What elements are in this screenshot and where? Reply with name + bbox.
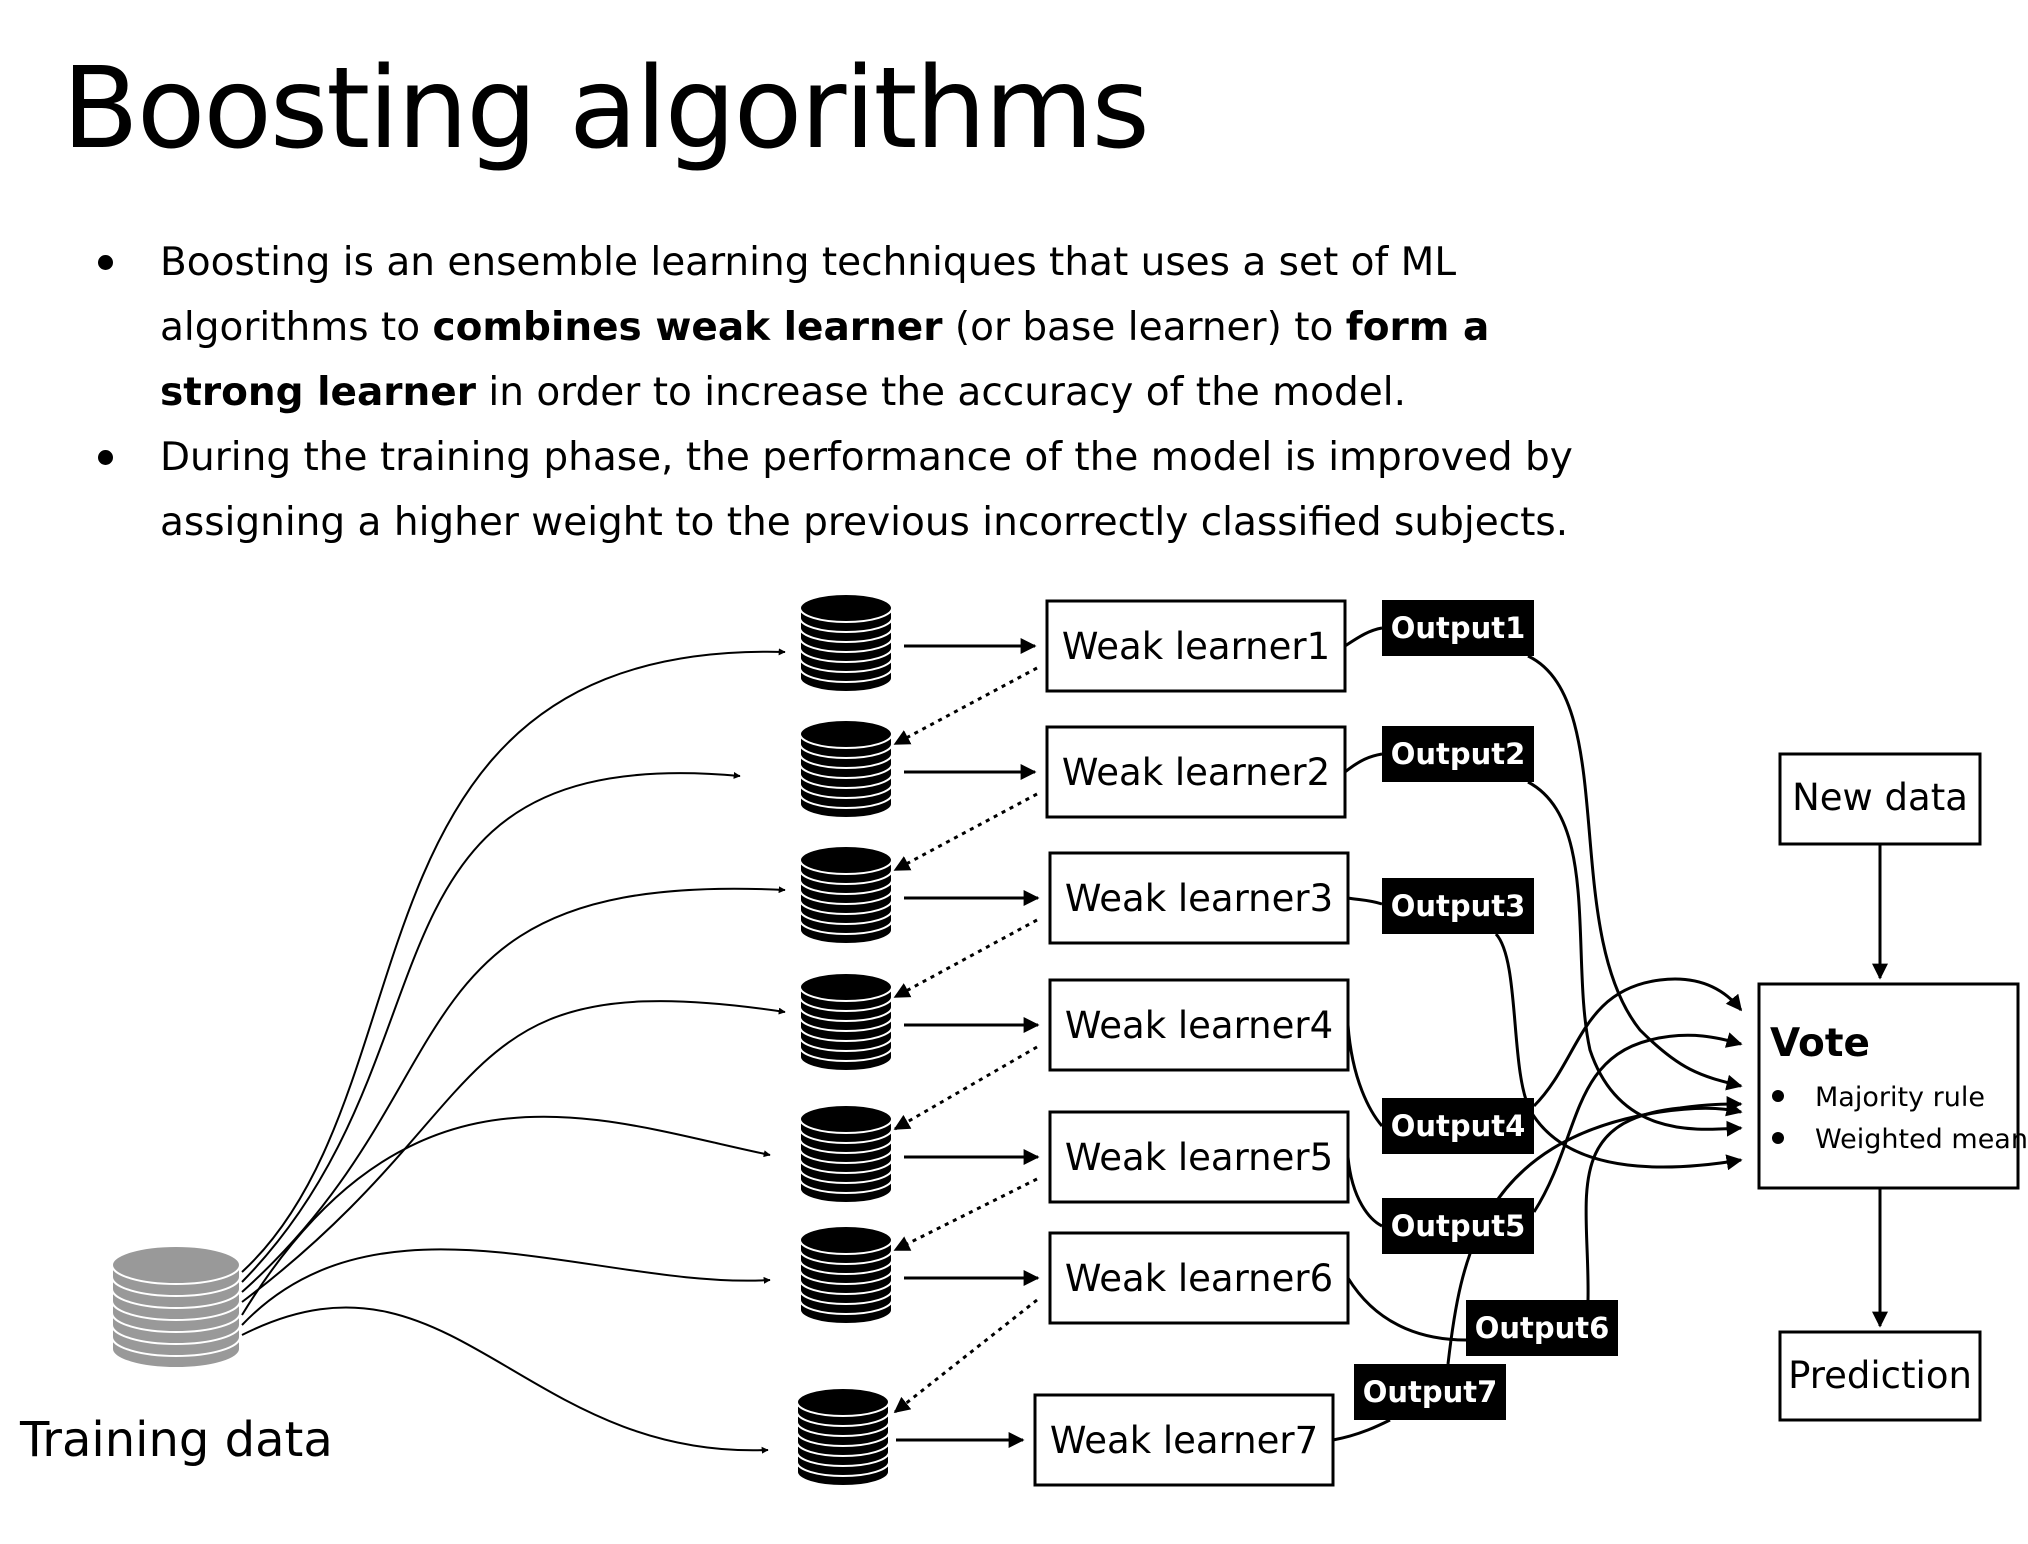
reweight-arrow-1 bbox=[893, 666, 1038, 746]
prediction-label: Prediction bbox=[1788, 1354, 1972, 1397]
bullet-text: in order to increase the accuracy of the… bbox=[475, 370, 1407, 415]
output-to-vote-connector-2 bbox=[1527, 780, 1743, 1137]
prediction-box: Prediction bbox=[1778, 1330, 1982, 1422]
sample-database-icon-5 bbox=[799, 1104, 893, 1204]
bullet-emphasis: form a strong learner bbox=[160, 305, 1490, 415]
weak-learner-label: Weak learner4 bbox=[1065, 1004, 1333, 1047]
vote-title: Vote bbox=[1770, 1021, 1870, 1066]
sample-database-icon-6 bbox=[799, 1225, 893, 1325]
learner-output-connector-2 bbox=[1344, 752, 1383, 774]
bullet-list: Boosting is an ensemble learning techniq… bbox=[96, 230, 1596, 555]
learner-output-connector-6 bbox=[1346, 1277, 1467, 1342]
weak-learner-label: Weak learner1 bbox=[1062, 625, 1330, 668]
weak-learner-label: Weak learner6 bbox=[1065, 1257, 1333, 1300]
reweight-arrow-3 bbox=[893, 918, 1038, 999]
distribution-curve-3 bbox=[241, 886, 786, 1293]
weak-learner-label: Weak learner2 bbox=[1062, 751, 1330, 794]
reweight-arrow-5 bbox=[893, 1177, 1038, 1252]
weak-learner-box-7: Weak learner7 bbox=[1033, 1393, 1335, 1487]
output-label-text: Output7 bbox=[1363, 1375, 1498, 1409]
new-data-label: New data bbox=[1792, 776, 1968, 819]
output-label-text: Output6 bbox=[1475, 1311, 1610, 1345]
output-label-7: Output7 bbox=[1354, 1364, 1506, 1420]
distribution-curve-4 bbox=[241, 1000, 786, 1303]
output-label-3: Output3 bbox=[1382, 878, 1534, 934]
vote-bullet-2 bbox=[1772, 1132, 1784, 1144]
bullet-emphasis: combines weak learner bbox=[432, 305, 943, 350]
output-label-text: Output5 bbox=[1391, 1209, 1526, 1243]
learner-output-connector-1 bbox=[1344, 626, 1383, 648]
output-label-1: Output1 bbox=[1382, 600, 1534, 656]
reweight-arrow-2 bbox=[893, 792, 1038, 872]
weak-learner-box-5: Weak learner5 bbox=[1048, 1110, 1350, 1204]
sample-database-icon-4 bbox=[799, 972, 893, 1072]
reweight-arrow-4 bbox=[893, 1045, 1038, 1131]
weak-learner-box-1: Weak learner1 bbox=[1045, 599, 1347, 693]
sample-database-icon-2 bbox=[799, 719, 893, 819]
learner-output-connector-3 bbox=[1347, 896, 1383, 906]
output-label-5: Output5 bbox=[1382, 1198, 1534, 1254]
bullet-item-2: During the training phase, the performan… bbox=[96, 425, 1596, 555]
reweight-arrow-6 bbox=[893, 1298, 1038, 1414]
output-to-vote-connector-7 bbox=[1446, 1100, 1743, 1365]
distribution-curve-5 bbox=[241, 1115, 771, 1316]
learner-output-connector-7 bbox=[1332, 1418, 1391, 1442]
weak-learner-label: Weak learner7 bbox=[1050, 1419, 1318, 1462]
output-labels: Output1Output2Output3Output4Output5Outpu… bbox=[1354, 600, 1618, 1420]
bullet-text: (or base learner) to bbox=[942, 305, 1346, 350]
output-label-text: Output3 bbox=[1391, 889, 1526, 923]
training-data-database-icon bbox=[111, 1245, 241, 1369]
sample-database-icon-7 bbox=[796, 1387, 890, 1487]
weak-learner-box-2: Weak learner2 bbox=[1045, 725, 1347, 819]
page-title: Boosting algorithms bbox=[62, 44, 1150, 174]
output-label-4: Output4 bbox=[1382, 1098, 1534, 1154]
output-to-vote-connectors bbox=[1446, 654, 1743, 1365]
output-label-2: Output2 bbox=[1382, 726, 1534, 782]
training-data-label: Training data bbox=[19, 1412, 333, 1468]
learner-output-connector-4 bbox=[1346, 1024, 1384, 1127]
training-data-cylinder bbox=[111, 1245, 241, 1369]
reweighting-feedback-arrows bbox=[893, 666, 1038, 1414]
weak-learner-box-6: Weak learner6 bbox=[1048, 1231, 1350, 1325]
output-to-vote-connector-6 bbox=[1584, 1096, 1743, 1301]
weak-learner-box-3: Weak learner3 bbox=[1048, 851, 1350, 945]
new-data-box: New data bbox=[1778, 752, 1982, 846]
training-data-distribution-curves bbox=[241, 648, 786, 1454]
vote-bullet-1 bbox=[1772, 1090, 1784, 1102]
weak-learner-label: Weak learner5 bbox=[1065, 1136, 1333, 1179]
output-label-text: Output2 bbox=[1391, 737, 1526, 771]
learner-output-connector-5 bbox=[1346, 1156, 1383, 1228]
db-to-learner-arrows bbox=[896, 638, 1040, 1448]
bullet-text: Boosting is an ensemble learning techniq… bbox=[160, 240, 1457, 350]
output-to-vote-connector-1 bbox=[1527, 654, 1743, 1091]
weak-learner-box-4: Weak learner4 bbox=[1048, 978, 1350, 1072]
bullet-text: During the training phase, the performan… bbox=[160, 435, 1573, 545]
vote-box: Vote Majority rule Weighted mean bbox=[1757, 982, 2028, 1190]
vote-item-weighted-mean: Weighted mean bbox=[1815, 1124, 2028, 1155]
bullet-item-1: Boosting is an ensemble learning techniq… bbox=[96, 230, 1596, 425]
output-label-6: Output6 bbox=[1466, 1300, 1618, 1356]
vote-item-majority-rule: Majority rule bbox=[1815, 1082, 1985, 1113]
learner-output-connectors bbox=[1332, 626, 1467, 1442]
distribution-curve-6 bbox=[241, 1248, 771, 1326]
output-to-vote-connector-5 bbox=[1532, 1032, 1743, 1213]
sample-database-icons bbox=[796, 593, 893, 1487]
sample-database-icon-1 bbox=[799, 593, 893, 693]
sample-database-icon-3 bbox=[799, 845, 893, 945]
distribution-curve-1 bbox=[241, 648, 786, 1273]
output-label-text: Output1 bbox=[1391, 611, 1526, 645]
weak-learner-label: Weak learner3 bbox=[1065, 877, 1333, 920]
output-to-vote-connector-4 bbox=[1532, 977, 1743, 1108]
distribution-curve-7 bbox=[241, 1306, 769, 1454]
distribution-curve-2 bbox=[241, 771, 741, 1283]
output-label-text: Output4 bbox=[1391, 1109, 1526, 1143]
